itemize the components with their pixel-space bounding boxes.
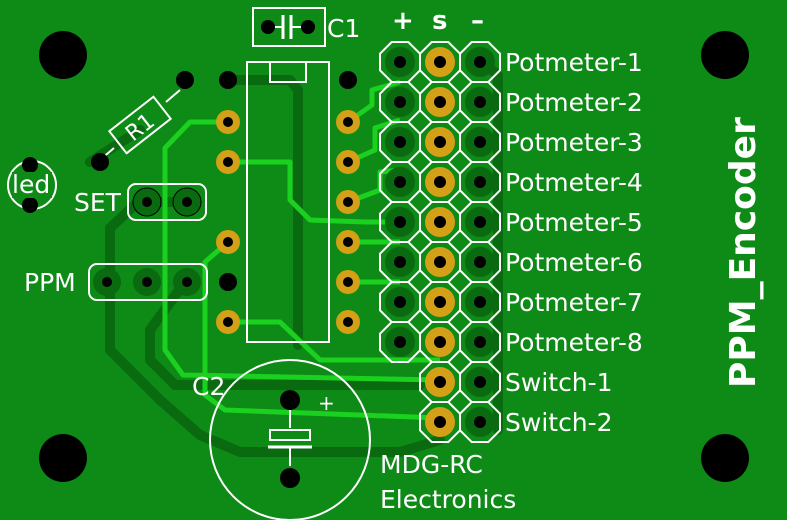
pad-drill-hole (434, 176, 446, 188)
pad-drill-hole (434, 216, 446, 228)
set-label: SET (74, 188, 122, 217)
c1-label: C1 (327, 14, 360, 43)
pad-drill-hole (394, 96, 406, 108)
pad-drill-hole (394, 216, 406, 228)
header-column-labels: + s – (392, 6, 484, 36)
pad-drill-hole (394, 56, 406, 68)
header-row: Potmeter-4 (379, 161, 643, 203)
led-label: led (12, 170, 50, 199)
pad-drill-hole (434, 136, 446, 148)
set-jumper: SET (74, 183, 207, 221)
ic-pad (216, 110, 240, 134)
connector-label: Potmeter-3 (505, 128, 643, 157)
pad-drill-hole (474, 256, 486, 268)
capacitor-c2: C2 + (192, 359, 371, 520)
c2-label: C2 (192, 372, 225, 401)
maker-line-2: Electronics (380, 485, 516, 514)
ic-pads (216, 110, 360, 334)
pad-drill-hole (474, 176, 486, 188)
pad-drill-hole (434, 96, 446, 108)
connector-label: Potmeter-2 (505, 88, 643, 117)
ic-socket (219, 61, 357, 343)
ic-pad (216, 310, 240, 334)
pad-drill-hole (434, 56, 446, 68)
pad-drill-hole (474, 416, 486, 428)
pad-drill-hole (394, 296, 406, 308)
mounting-hole-top-right (701, 31, 749, 79)
ic-pad (336, 270, 360, 294)
ic-pad (336, 110, 360, 134)
header-pad-outline (379, 321, 421, 363)
maker-line-1: MDG-RC (380, 450, 483, 479)
header-row: Switch-1 (419, 361, 613, 403)
pad-drill-hole (474, 96, 486, 108)
header-pad-outline (419, 401, 461, 443)
ic-pad (216, 150, 240, 174)
connector-label: Potmeter-6 (505, 248, 643, 277)
mounting-holes (39, 31, 749, 482)
connector-label: Potmeter-1 (505, 48, 643, 77)
pad-drill-hole (394, 136, 406, 148)
connector-label: Potmeter-4 (505, 168, 643, 197)
pad-drill-hole (434, 336, 446, 348)
pad-drill-hole (434, 416, 446, 428)
connector-label: Switch-2 (505, 408, 613, 437)
ppm-connector: PPM (24, 263, 208, 301)
pad-drill-hole (394, 336, 406, 348)
pad-drill-hole (474, 376, 486, 388)
header-minus-label: – (471, 6, 484, 36)
connector-label: Potmeter-7 (505, 288, 643, 317)
connector-label: Potmeter-5 (505, 208, 643, 237)
header-row: Potmeter-2 (379, 81, 643, 123)
pad-drill-hole (434, 256, 446, 268)
mounting-hole-bottom-left (39, 434, 87, 482)
pad-drill-hole (434, 376, 446, 388)
mounting-hole-top-left (39, 31, 87, 79)
ic-pad (336, 150, 360, 174)
header-row: Potmeter-7 (379, 281, 643, 323)
ic-pad (336, 230, 360, 254)
connector-label: Potmeter-8 (505, 328, 643, 357)
ic-pad (336, 190, 360, 214)
header-plus-label: + (392, 6, 414, 36)
pad-drill-hole (474, 56, 486, 68)
pad-drill-hole (474, 336, 486, 348)
header-pad-outline (459, 401, 501, 443)
ic-pad (216, 230, 240, 254)
header-signal-label: s (432, 6, 447, 36)
ppm-label: PPM (24, 268, 76, 297)
pad-drill-hole (434, 296, 446, 308)
pad-drill-hole (394, 176, 406, 188)
header-row: Potmeter-1 (379, 41, 643, 83)
board-title: PPM_Encoder (723, 117, 764, 388)
pad-drill-hole (394, 256, 406, 268)
c2-polarity-mark: + (318, 391, 335, 415)
connector-label: Switch-1 (505, 368, 613, 397)
header-row: Potmeter-5 (379, 201, 643, 243)
mounting-hole-bottom-right (701, 434, 749, 482)
pin-header: Potmeter-1Potmeter-2Potmeter-3Potmeter-4… (379, 41, 643, 443)
pad-drill-hole (474, 296, 486, 308)
led-footprint: led (7, 157, 57, 213)
ic-pad (336, 310, 360, 334)
capacitor-c1: C1 (252, 7, 360, 47)
pad-drill-hole (474, 136, 486, 148)
header-row: Potmeter-3 (379, 121, 643, 163)
header-row: Switch-2 (419, 401, 613, 443)
pad-drill-hole (474, 216, 486, 228)
